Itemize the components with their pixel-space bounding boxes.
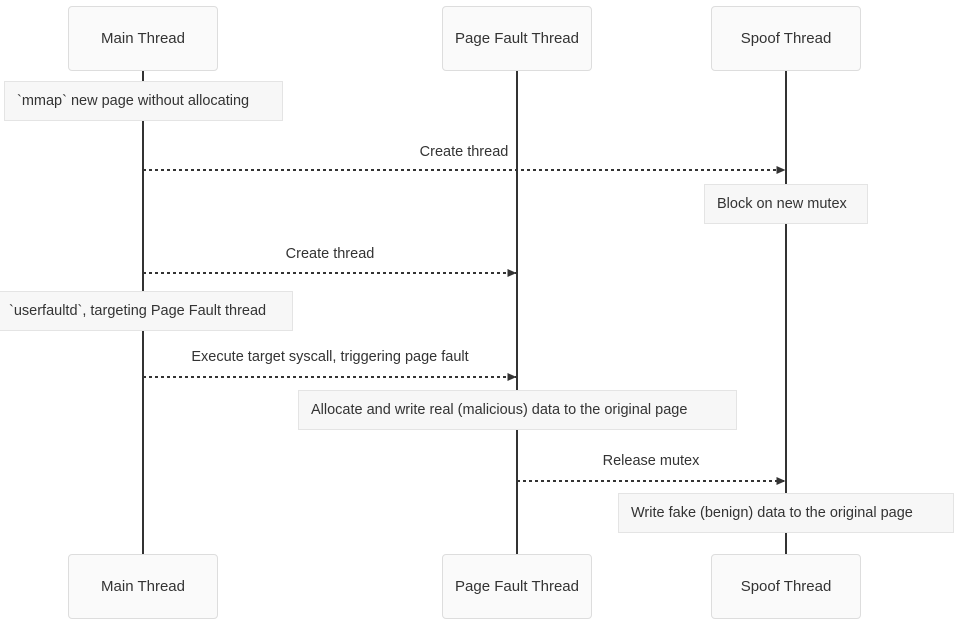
actor-label-pagefault-bottom: Page Fault Thread	[455, 578, 579, 595]
actor-box-spoof-top[interactable]: Spoof Thread	[711, 6, 861, 71]
note-block-on-new-mutex-label: Block on new mutex	[717, 195, 847, 212]
actor-box-pagefault-bottom[interactable]: Page Fault Thread	[442, 554, 592, 619]
note-allocate-write-real-data: Allocate and write real (malicious) data…	[298, 390, 737, 430]
note-write-fake-data: Write fake (benign) data to the original…	[618, 493, 954, 533]
message-label-create-thread-spoof: Create thread	[419, 144, 509, 160]
note-mmap-label: `mmap` new page without allocating	[17, 92, 250, 109]
message-label-create-thread-pagefault: Create thread	[285, 246, 375, 262]
actor-label-pagefault-top: Page Fault Thread	[455, 30, 579, 47]
actor-box-pagefault-top[interactable]: Page Fault Thread	[442, 6, 592, 71]
note-userfaultd-label: `userfaultd`, targeting Page Fault threa…	[9, 302, 267, 319]
note-write-fake-data-label: Write fake (benign) data to the original…	[631, 504, 913, 521]
actor-label-spoof-bottom: Spoof Thread	[740, 578, 832, 595]
message-label-release-mutex: Release mutex	[602, 453, 700, 469]
message-arrows-group	[143, 166, 786, 485]
actor-box-spoof-bottom[interactable]: Spoof Thread	[711, 554, 861, 619]
actor-box-main-top[interactable]: Main Thread	[68, 6, 218, 71]
actor-label-main-bottom: Main Thread	[101, 578, 185, 595]
message-label-execute-target-syscall: Execute target syscall, triggering page …	[191, 349, 469, 365]
note-userfaultd: `userfaultd`, targeting Page Fault threa…	[0, 291, 293, 331]
actor-label-main-top: Main Thread	[101, 30, 185, 47]
actor-label-spoof-top: Spoof Thread	[740, 30, 832, 47]
note-mmap: `mmap` new page without allocating	[4, 81, 283, 121]
note-allocate-write-real-data-label: Allocate and write real (malicious) data…	[311, 401, 688, 418]
note-block-on-new-mutex: Block on new mutex	[704, 184, 868, 224]
actor-box-main-bottom[interactable]: Main Thread	[68, 554, 218, 619]
